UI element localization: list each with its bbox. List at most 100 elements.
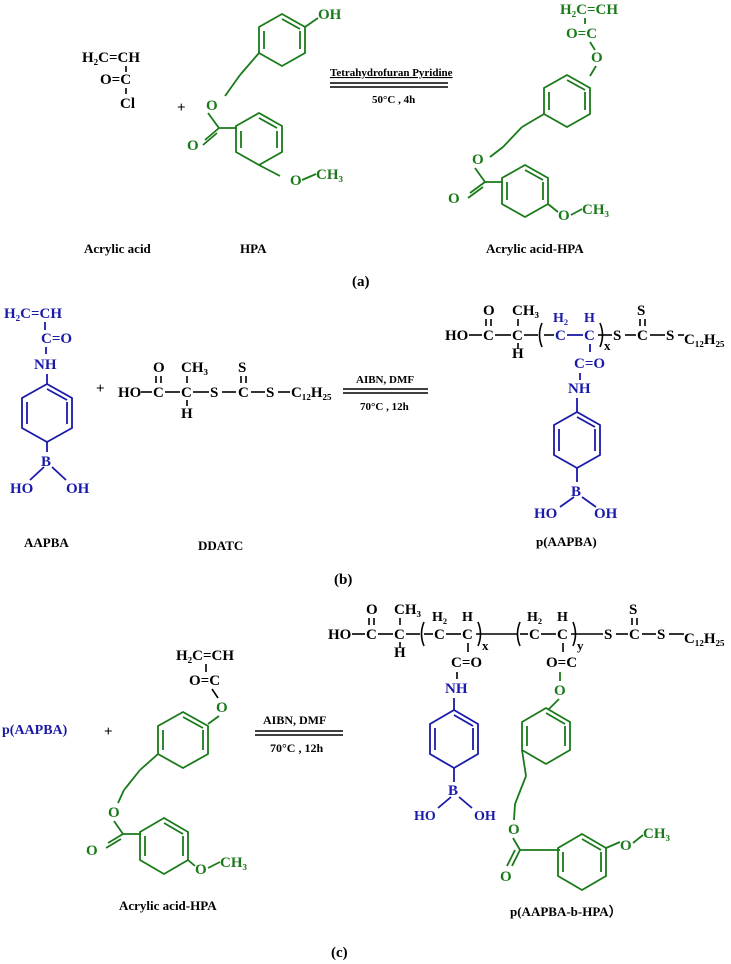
pc-o-carbonyl: O [500,869,512,885]
pc-monomer-o-ester: O [108,805,120,821]
pc-o-link: O [554,683,566,699]
plus-sign-b: + [96,381,105,397]
pb-x: x [604,338,611,353]
pb-h2: H₂ [553,311,568,326]
aapba-top: H₂C=CH [4,306,62,322]
pb-ho: HO [445,328,468,344]
pc-o-ester: O [508,822,520,838]
aapba-ho: HO [10,481,33,497]
caption-acrylic-acid-hpa-c: Acrylic acid-HPA [119,898,217,913]
caption-hpa: HPA [240,241,267,256]
conditions-b-top: AIBN, DMF [356,374,414,386]
pb-c4: C [584,328,595,344]
conditions-c-bottom: 70°C , 12h [270,741,323,755]
ddatc-s1: S [210,385,218,401]
pc-c2: C [394,627,405,643]
pc-ho: HO [328,627,351,643]
hpa-molecule: OH O O O CH₃ HPA [187,7,344,256]
pb-nh: NH [568,381,591,397]
pc-monomer-top: H₂C=CH [176,648,234,664]
acrylic-acid-hpa-product: H₂C=CH O=C O O O O CH₃ [448,2,618,256]
label-a: (a) [352,274,370,290]
pc-ch3-b: CH₃ [643,826,671,842]
label-b: (b) [334,572,352,588]
pc-ch3: CH₃ [394,602,422,618]
aapba-b: B [41,454,51,470]
conditions-a-top: Tetrahydrofuran Pyridine [330,67,453,79]
hpa-ring-bottom [235,111,283,167]
pc-monomer-o-link: O [216,700,228,716]
p-aapba-product: O CH₃ HO C C H H₂ C H C x S S [445,303,725,549]
plus-sign-c: + [104,724,113,740]
product-a-ring-bottom [501,163,549,219]
ddatc-c1: C [153,385,164,401]
pc-monomer-ring-top [157,710,209,770]
product-a-o-carbonyl: O [448,191,460,207]
label-c: (c) [331,945,348,961]
pc-c5: C [529,627,540,643]
pc-b: B [448,783,458,799]
pc-c4: C [462,627,473,643]
pc-s1: S [604,627,612,643]
caption-aapba: AAPBA [24,535,69,550]
acryloyl-bottom: Cl [120,96,135,112]
caption-acrylic-acid-hpa: Acrylic acid-HPA [486,241,584,256]
pc-monomer-ome: O [195,862,207,878]
hpa-ch3: CH₃ [316,167,344,183]
ddatc-s-thione: S [238,360,246,376]
pc-co2: O=C [546,655,577,671]
pc-x: x [482,638,489,653]
pc-s-thione: S [629,602,637,618]
hpa-o-carbonyl: O [187,138,199,154]
pb-o: O [483,303,495,319]
ddatc-ch3: CH₃ [181,360,209,376]
hpa-ome: O [290,173,302,189]
ddatc-h: H [181,406,193,422]
hpa-o-ester: O [206,98,218,114]
product-a-top: H₂C=CH [560,2,618,18]
ddatc-ho: HO [118,385,141,401]
pb-b: B [571,484,581,500]
aapba-molecule: H₂C=CH C=O NH B HO OH AAPBA [4,306,90,550]
pb-ho-b: HO [534,506,557,522]
reaction-arrow-b: AIBN, DMF 70°C , 12h [343,374,428,413]
pb-c2: C [512,328,523,344]
pb-c5: C [637,328,648,344]
reaction-arrow-c: AIBN, DMF 70°C , 12h [255,713,343,755]
conditions-c-top: AIBN, DMF [263,713,326,727]
pc-hb: H [557,610,568,625]
pb-co: C=O [574,356,605,372]
pc-nh: NH [445,681,468,697]
caption-p-aapba: p(AAPBA) [536,534,597,549]
pc-monomer-o-carbonyl: O [86,843,98,859]
pc-y: y [577,638,584,653]
pb-s1: S [613,328,621,344]
panel-b: H₂C=CH C=O NH B HO OH AAPBA + O CH₃ [4,303,725,588]
panel-c: p(AAPBA) + H₂C=CH O=C O O O [2,602,725,961]
product-a-o-ester: O [472,152,484,168]
aapba-oh: OH [66,481,90,497]
product-a-ch3: CH₃ [582,202,610,218]
ddatc-c3: C [238,385,249,401]
pc-ring-hpa-bottom [557,832,607,892]
ddatc-r: C₁₂H₂₅ [291,385,332,401]
pb-h-b: H [584,311,595,326]
pb-r: C₁₂H₂₅ [684,332,725,348]
pc-ho-b: HO [414,809,436,824]
product-a-mid: O=C [566,26,597,42]
panel-a: H₂C=CH O=C Cl Acrylic acid + OH O O [82,2,618,290]
pc-ring-hpa-top [521,706,571,766]
product-a-ring-top [543,73,591,129]
pb-h: H [512,346,524,362]
p-aapba-b-hpa-product: O CH₃ HO C C H H₂ C H C x H₂ C [328,602,725,919]
product-a-ome: O [558,208,570,224]
acryloyl-mid: O=C [100,72,131,88]
aapba-ring [21,382,73,444]
pc-s2: S [657,627,665,643]
aapba-nh: NH [34,357,57,373]
pc-o: O [366,602,378,618]
pc-monomer-ring-bottom [139,816,189,876]
pb-ch3: CH₃ [512,303,540,319]
ddatc-o: O [153,360,165,376]
